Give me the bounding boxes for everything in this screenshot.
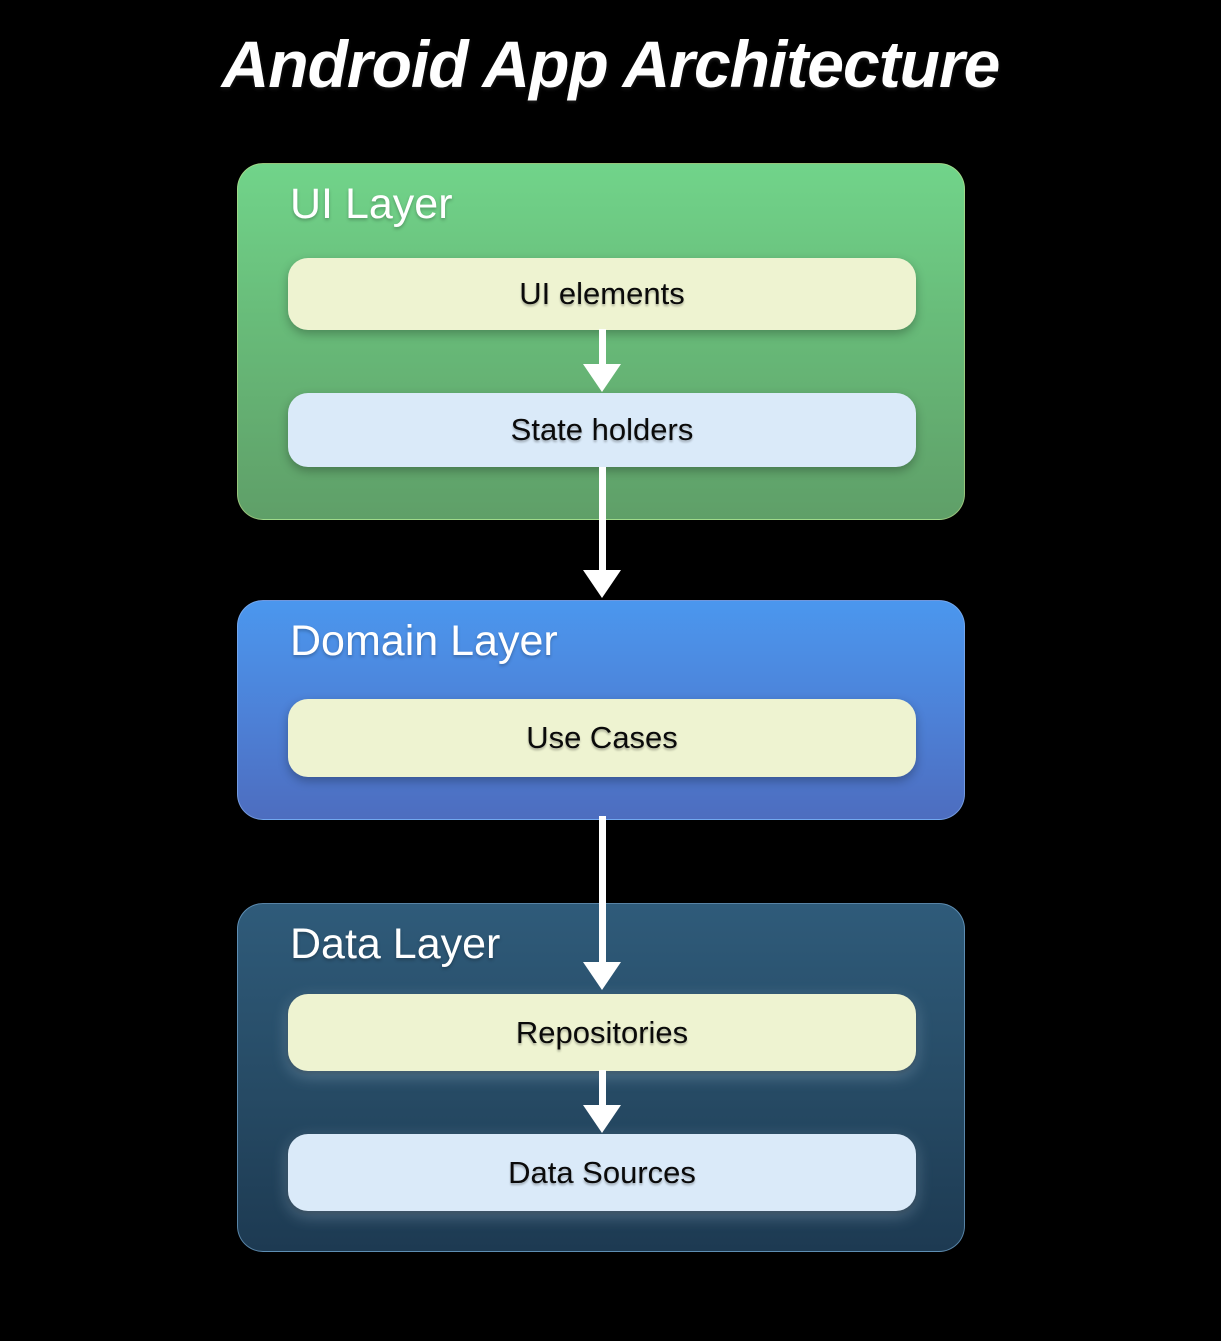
layer-title-ui: UI Layer [290, 180, 453, 228]
node-use-cases: Use Cases [288, 699, 916, 777]
layer-title-data: Data Layer [290, 920, 501, 968]
node-ui-elements-label: UI elements [519, 276, 685, 311]
layer-box-domain: Domain Layer Use Cases [237, 600, 965, 820]
node-data-sources: Data Sources [288, 1134, 916, 1211]
node-state-holders: State holders [288, 393, 916, 467]
node-use-cases-label: Use Cases [526, 720, 678, 755]
layer-title-domain: Domain Layer [290, 617, 558, 665]
node-state-holders-label: State holders [510, 412, 694, 447]
layer-box-ui: UI Layer UI elements State holders [237, 163, 965, 520]
node-repositories: Repositories [288, 994, 916, 1071]
page-title: Android App Architecture [221, 27, 1001, 101]
layer-box-data: Data Layer Repositories Data Sources [237, 903, 965, 1252]
node-ui-elements: UI elements [288, 258, 916, 330]
node-data-sources-label: Data Sources [508, 1154, 696, 1190]
node-repositories-label: Repositories [515, 1014, 689, 1050]
arrow-head-icon [583, 570, 621, 598]
